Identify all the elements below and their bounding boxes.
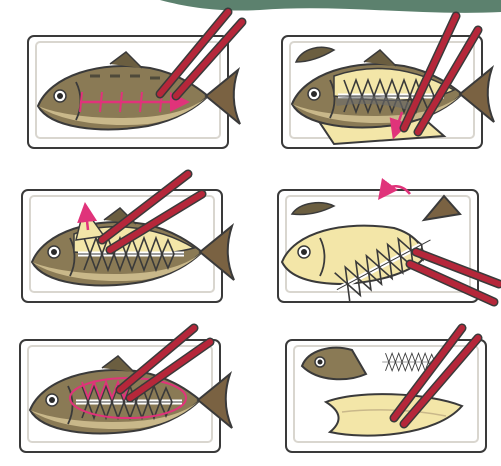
panel-step-4 <box>278 186 499 304</box>
panel-step-1 <box>28 12 242 148</box>
panel-step-3 <box>22 174 234 302</box>
panel-step-6 <box>286 328 486 452</box>
top-cloth-decoration <box>160 0 501 13</box>
panel-step-2 <box>282 16 494 148</box>
panel-step-5 <box>20 328 232 452</box>
